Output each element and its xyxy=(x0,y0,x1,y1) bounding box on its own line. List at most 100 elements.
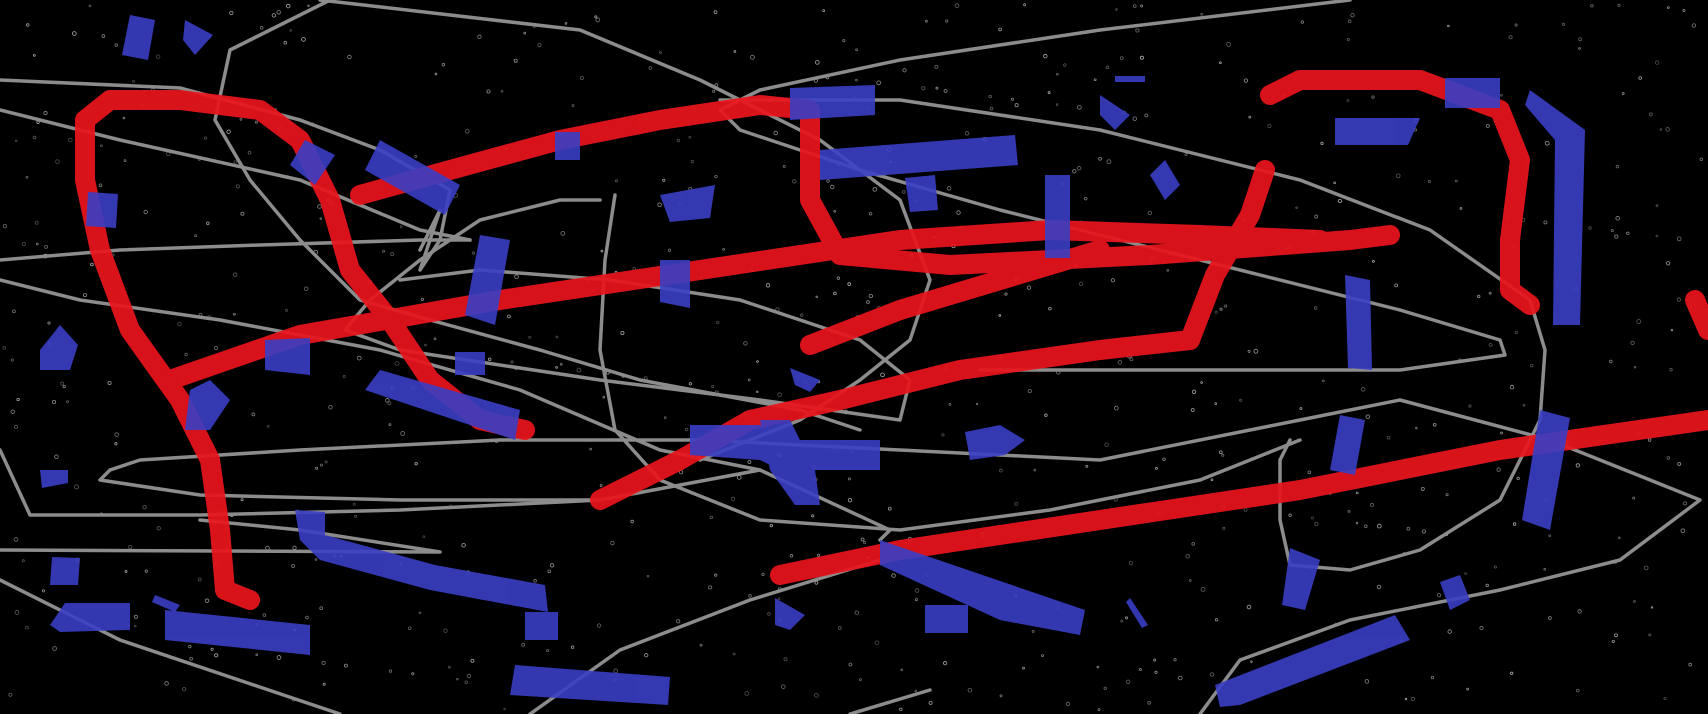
speckle-dot xyxy=(1140,4,1144,8)
speckle-dot xyxy=(1615,216,1620,221)
speckle-dot xyxy=(899,707,903,712)
speckle-dot xyxy=(1516,476,1520,481)
speckle-dot xyxy=(688,382,693,386)
speckle-dot xyxy=(943,89,948,93)
speckle-dot xyxy=(743,341,748,346)
speckle-dot xyxy=(314,558,318,561)
speckle-dot xyxy=(1609,359,1613,364)
gray-stroke xyxy=(0,578,342,714)
blue-block xyxy=(1335,118,1420,145)
blue-block xyxy=(165,610,310,655)
speckle-dot xyxy=(128,545,133,550)
speckle-dot xyxy=(1677,461,1682,466)
blue-block xyxy=(525,612,558,640)
blue-block xyxy=(152,595,180,612)
speckle-dot xyxy=(914,689,918,693)
speckle-dot xyxy=(1614,633,1618,638)
speckle-dot xyxy=(880,372,885,378)
speckle-dot xyxy=(1115,8,1118,11)
speckle-dot xyxy=(422,535,426,539)
speckle-dot xyxy=(156,526,161,531)
blue-block xyxy=(265,338,310,375)
speckle-dot xyxy=(891,573,896,578)
speckle-dot xyxy=(1314,521,1319,526)
speckle-dot xyxy=(1699,157,1703,161)
speckle-dot xyxy=(123,159,127,162)
speckle-dot xyxy=(229,10,234,16)
speckle-dot xyxy=(503,707,506,711)
speckle-dot xyxy=(756,390,759,394)
speckle-dot xyxy=(767,612,771,616)
speckle-dot xyxy=(276,655,282,660)
speckle-dot xyxy=(1184,152,1188,156)
speckle-dot xyxy=(998,314,1002,317)
speckle-dot xyxy=(44,244,48,249)
speckle-dot xyxy=(1031,629,1035,633)
speckle-dot xyxy=(259,26,264,30)
speckle-dot xyxy=(1496,467,1501,472)
speckle-dot xyxy=(1185,553,1191,559)
speckle-dot xyxy=(1365,414,1371,419)
speckle-dot xyxy=(1688,662,1693,667)
speckle-dot xyxy=(1479,626,1484,631)
speckle-dot xyxy=(122,116,126,120)
speckle-dot xyxy=(1543,220,1548,225)
speckle-dot xyxy=(712,89,716,93)
speckle-dot xyxy=(1561,22,1566,27)
speckle-dot xyxy=(1663,696,1667,701)
speckle-dot xyxy=(1078,281,1084,287)
speckle-dot xyxy=(1578,47,1581,50)
speckle-dot xyxy=(967,687,973,693)
speckle-dot xyxy=(1655,204,1659,207)
speckle-dot xyxy=(319,606,324,611)
speckle-dot xyxy=(10,358,14,362)
speckle-dot xyxy=(32,135,37,140)
speckle-dot xyxy=(777,597,781,600)
speckle-dot xyxy=(1162,457,1166,461)
speckle-dot xyxy=(1248,115,1252,119)
speckle-dot xyxy=(1014,501,1019,506)
speckle-dot xyxy=(902,190,906,194)
speckle-dot xyxy=(1047,91,1051,95)
speckle-dot xyxy=(353,514,358,519)
speckle-dot xyxy=(1376,584,1382,590)
speckle-dot xyxy=(685,427,689,432)
speckle-dot xyxy=(1576,688,1580,693)
speckle-dot xyxy=(470,658,475,663)
blue-block xyxy=(510,665,670,705)
speckle-dot xyxy=(756,360,759,363)
speckle-dot xyxy=(830,184,835,190)
speckle-dot xyxy=(418,611,422,615)
speckle-dot xyxy=(399,225,403,228)
speckle-dot xyxy=(1590,3,1594,8)
speckle-dot xyxy=(744,691,750,696)
speckle-dot xyxy=(514,274,519,279)
blue-block xyxy=(660,185,715,222)
speckle-dot xyxy=(1110,278,1116,283)
speckle-dot xyxy=(254,120,258,124)
blue-block xyxy=(905,175,938,212)
red-stroke xyxy=(1685,290,1708,340)
speckle-dot xyxy=(1632,496,1636,500)
speckle-dot xyxy=(471,251,475,255)
speckle-dot xyxy=(777,392,782,397)
speckle-dot xyxy=(1500,431,1503,435)
speckle-dot xyxy=(54,454,59,460)
blue-block xyxy=(760,420,820,505)
speckle-dot xyxy=(143,209,148,215)
speckle-dot xyxy=(773,130,778,136)
speckle-dot xyxy=(848,662,853,667)
speckle-dot xyxy=(1406,526,1411,531)
speckle-dot xyxy=(14,139,18,143)
speckle-dot xyxy=(1370,502,1375,507)
speckle-dot xyxy=(305,615,309,620)
speckle-dot xyxy=(1643,565,1649,571)
speckle-dot xyxy=(555,335,559,339)
speckle-dot xyxy=(1041,654,1044,658)
speckle-dot xyxy=(114,43,118,47)
speckle-dot xyxy=(62,385,66,389)
gray-stroke xyxy=(598,193,1302,532)
blue-block xyxy=(1282,548,1320,610)
speckle-dot xyxy=(1191,389,1197,394)
speckle-dot xyxy=(1355,522,1359,525)
